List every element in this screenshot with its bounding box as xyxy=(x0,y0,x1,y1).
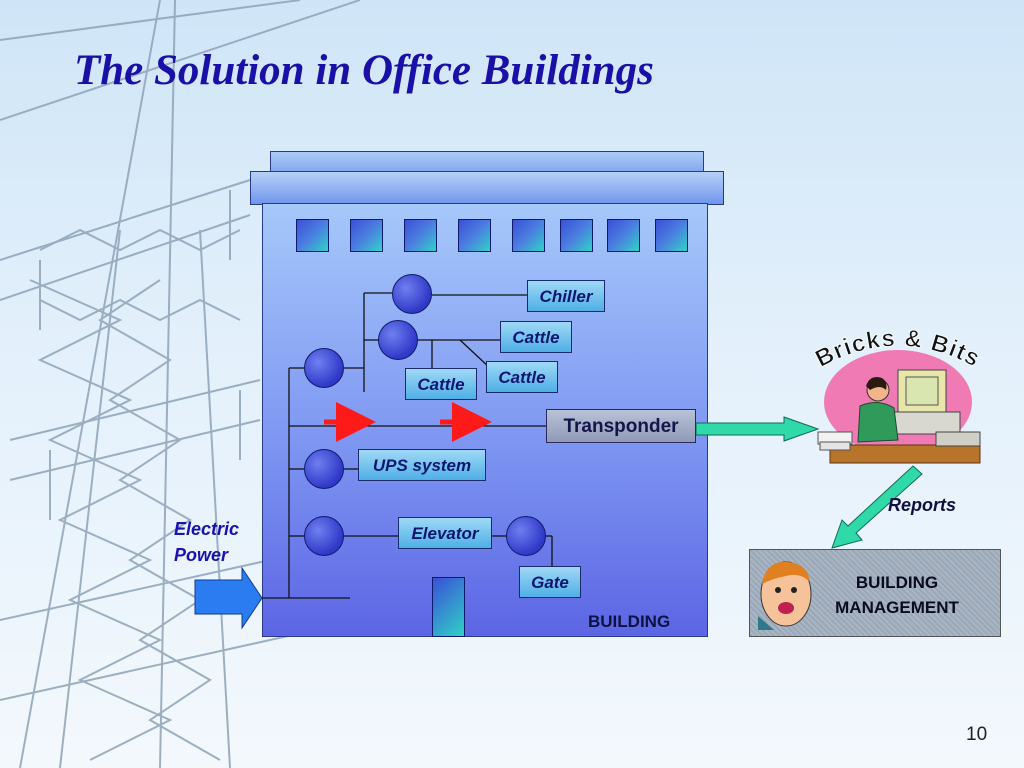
building-management-label: BUILDING MANAGEMENT xyxy=(808,570,986,620)
transmission-tower-illustration xyxy=(0,0,360,768)
reports-label: Reports xyxy=(888,495,957,515)
device-label-chiller: Chiller xyxy=(527,280,605,312)
device-node xyxy=(378,320,418,360)
device-label-elevator: Elevator xyxy=(398,517,492,549)
electric-power-line1: Electric xyxy=(174,519,240,539)
building-window xyxy=(296,219,329,252)
building-roof xyxy=(250,171,724,205)
electric-power-label: Electric Power xyxy=(174,516,239,568)
electric-power-line2: Power xyxy=(174,545,229,565)
building-window xyxy=(404,219,437,252)
building-label: BUILDING xyxy=(588,612,671,631)
transponder-box: Transponder xyxy=(546,409,696,443)
building-management-line2: MANAGEMENT xyxy=(835,598,959,617)
device-label-gate: Gate xyxy=(519,566,581,598)
data-transfer-arrow xyxy=(695,416,820,442)
device-label-ups-system: UPS system xyxy=(358,449,486,481)
device-node xyxy=(304,348,344,388)
person-at-computer-clipart xyxy=(817,350,981,464)
reports-arrow xyxy=(831,465,923,549)
slide-title: The Solution in Office Buildings xyxy=(74,47,654,94)
device-label-cattle: Cattle xyxy=(405,368,477,400)
wire-lines xyxy=(262,292,553,599)
building-window xyxy=(560,219,593,252)
building-window xyxy=(350,219,383,252)
building-window xyxy=(512,219,545,252)
manager-face-clipart xyxy=(758,561,812,630)
building-window xyxy=(655,219,688,252)
page-number: 10 xyxy=(966,724,988,745)
device-node xyxy=(304,516,344,556)
device-label-cattle: Cattle xyxy=(486,361,558,393)
electric-power-arrow xyxy=(194,566,263,630)
building-door xyxy=(432,577,465,637)
building-management-line1: BUILDING xyxy=(855,573,939,592)
device-node xyxy=(506,516,546,556)
device-node xyxy=(392,274,432,314)
device-node xyxy=(304,449,344,489)
building-window xyxy=(607,219,640,252)
device-label-cattle: Cattle xyxy=(500,321,572,353)
building-window xyxy=(458,219,491,252)
